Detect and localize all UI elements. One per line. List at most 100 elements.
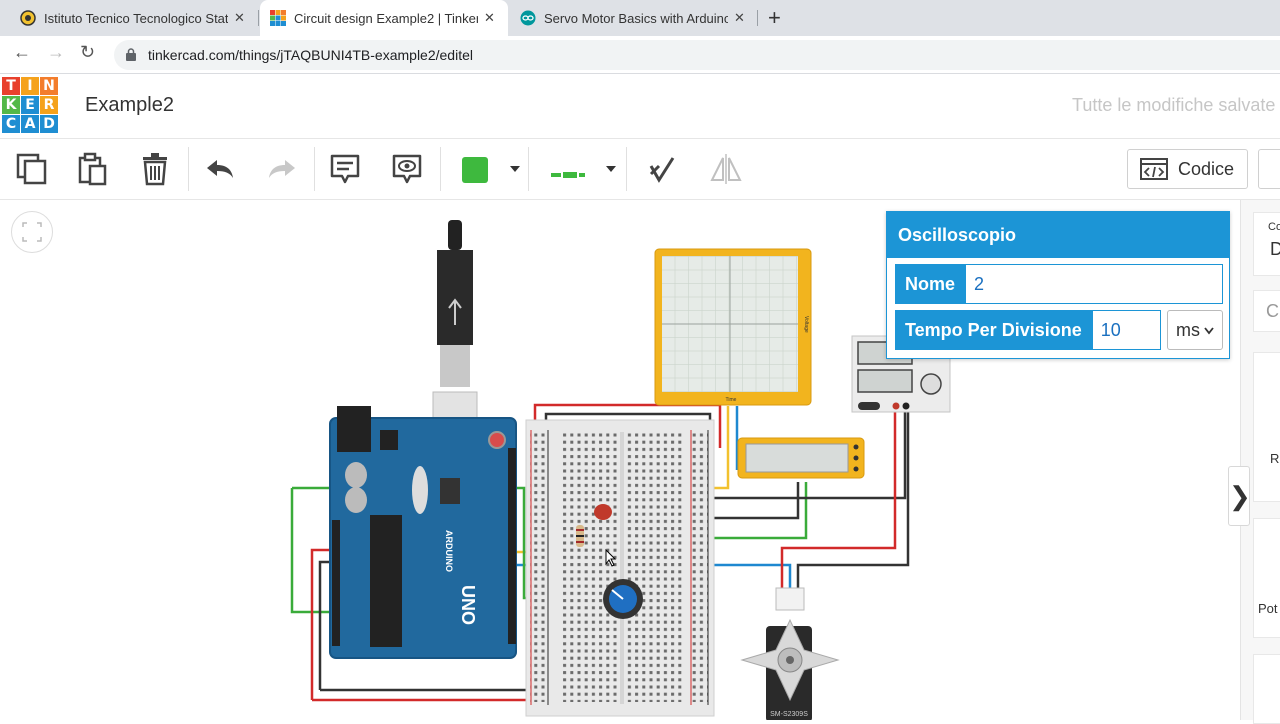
tab-separator: [258, 10, 259, 26]
note-button[interactable]: [325, 149, 365, 189]
logo-letter: R: [40, 96, 58, 114]
component-card-resistor[interactable]: R: [1253, 352, 1280, 502]
time-per-division-row: Tempo Per Divisione 10: [895, 310, 1161, 350]
arduino-board[interactable]: UNO ARDUINO: [329, 406, 517, 659]
school-favicon-icon: [20, 10, 36, 26]
wire-green-a0[interactable]: [290, 488, 336, 614]
back-button[interactable]: ←: [13, 42, 31, 62]
tab-title: Istituto Tecnico Tecnologico Statale: [44, 10, 228, 26]
potentiometer[interactable]: [603, 579, 643, 619]
close-tab-icon[interactable]: ✕: [234, 10, 245, 25]
flip-button[interactable]: [706, 149, 746, 189]
code-button[interactable]: Codice: [1127, 149, 1248, 189]
panel-dropdown-value[interactable]: D: [1270, 239, 1280, 259]
component-card[interactable]: [1253, 654, 1280, 724]
undo-icon: [207, 160, 233, 178]
wire-style-button[interactable]: [551, 166, 585, 184]
logo-letter: A: [21, 115, 39, 133]
save-status: Tutte le modifiche salvate: [1072, 95, 1276, 115]
wire-black-psu[interactable]: [700, 408, 907, 500]
copy-button[interactable]: [12, 149, 52, 189]
fit-view-button[interactable]: [11, 211, 53, 253]
code-button-label: Codice: [1178, 158, 1235, 179]
new-tab-button[interactable]: +: [768, 5, 781, 30]
lock-icon: [126, 48, 136, 61]
logo-letter: K: [2, 96, 20, 114]
project-title[interactable]: Example2: [85, 94, 174, 116]
tab-separator: [757, 10, 758, 26]
collapse-panel-button[interactable]: ❯: [1228, 466, 1251, 526]
multimeter[interactable]: [737, 437, 865, 479]
visibility-button[interactable]: [387, 149, 427, 189]
arduino-brand-label: ARDUINO: [444, 530, 454, 572]
paste-button[interactable]: [72, 149, 112, 189]
logo-letter: N: [40, 77, 58, 95]
tab-servo[interactable]: Servo Motor Basics with Arduino ✕: [510, 0, 756, 36]
wire-black-meter[interactable]: [700, 482, 800, 520]
servo-motor[interactable]: SM-S2309S: [740, 587, 840, 720]
servo-model-label: SM-S2309S: [770, 711, 808, 718]
tab-school[interactable]: Istituto Tecnico Tecnologico Statale ✕: [10, 0, 256, 36]
url-bar[interactable]: tinkercad.com/things/jTAQBUNI4TB-example…: [114, 40, 1280, 70]
oscilloscope[interactable]: Time Voltage: [654, 248, 812, 406]
flip-icon: [710, 154, 742, 184]
undo-button[interactable]: [200, 149, 240, 189]
chevron-down-icon: [1204, 327, 1214, 335]
scope-voltage-label: Voltage: [803, 316, 809, 333]
toolbar-divider: [314, 147, 315, 191]
copy-icon: [16, 153, 47, 185]
redo-button[interactable]: [262, 149, 302, 189]
note-icon: [330, 154, 360, 184]
arduino-model-label: UNO: [458, 585, 478, 625]
components-panel: Co D C R Pot: [1240, 200, 1280, 724]
mouse-cursor-icon: [605, 548, 617, 567]
logo-letter: D: [40, 115, 58, 133]
logo-letter: E: [21, 96, 39, 114]
led[interactable]: [594, 504, 612, 520]
close-tab-icon[interactable]: ✕: [734, 10, 745, 25]
inspector-title: Oscilloscopio: [887, 212, 1229, 258]
address-bar: ← → ↻ tinkercad.com/things/jTAQBUNI4TB-e…: [0, 36, 1280, 74]
toolbar-divider: [626, 147, 627, 191]
start-simulation-button[interactable]: [1258, 149, 1280, 189]
redo-icon: [269, 160, 295, 178]
panel-header-card: Co D: [1253, 212, 1280, 276]
circuit-diagram[interactable]: UNO ARDUINO: [0, 200, 1240, 720]
reload-button[interactable]: ↻: [80, 42, 96, 62]
time-unit-value: ms: [1176, 320, 1200, 340]
toolbar-divider: [188, 147, 189, 191]
code-icon: [1140, 158, 1168, 180]
name-row: Nome 2: [895, 264, 1223, 304]
delete-button[interactable]: [135, 149, 175, 189]
time-per-division-label: Tempo Per Divisione: [895, 310, 1092, 350]
component-label: Pot: [1258, 601, 1278, 616]
wire-color-swatch[interactable]: [462, 157, 488, 183]
tab-tinkercad[interactable]: Circuit design Example2 | Tinkercad ✕: [260, 0, 508, 36]
resistor[interactable]: [576, 525, 584, 547]
visibility-icon: [392, 154, 422, 184]
time-unit-select[interactable]: ms: [1167, 310, 1223, 350]
wire-black-servo[interactable]: [796, 408, 910, 590]
wire-style-dropdown-icon[interactable]: [606, 166, 616, 172]
toolbar-divider: [528, 147, 529, 191]
wire-red-5v[interactable]: [310, 548, 537, 702]
tinkercad-favicon-icon: [270, 10, 286, 26]
name-input[interactable]: 2: [965, 264, 1223, 304]
component-card-potentiometer[interactable]: Pot: [1253, 518, 1280, 638]
zoom-fit-icon: [22, 222, 42, 242]
wire-red-servo[interactable]: [780, 408, 897, 590]
breadboard[interactable]: [525, 419, 715, 717]
logo-letter: I: [21, 77, 39, 95]
time-per-division-input[interactable]: 10: [1091, 310, 1161, 350]
forward-button[interactable]: →: [47, 42, 65, 62]
panel-search-card[interactable]: C: [1253, 290, 1280, 332]
color-dropdown-icon[interactable]: [510, 166, 520, 172]
component-label: R: [1270, 451, 1280, 466]
name-label: Nome: [895, 264, 966, 304]
rotate-button[interactable]: [642, 149, 682, 189]
close-tab-icon[interactable]: ✕: [484, 10, 495, 25]
wire-style-icon: [551, 172, 585, 178]
panel-search-placeholder: C: [1266, 301, 1279, 321]
